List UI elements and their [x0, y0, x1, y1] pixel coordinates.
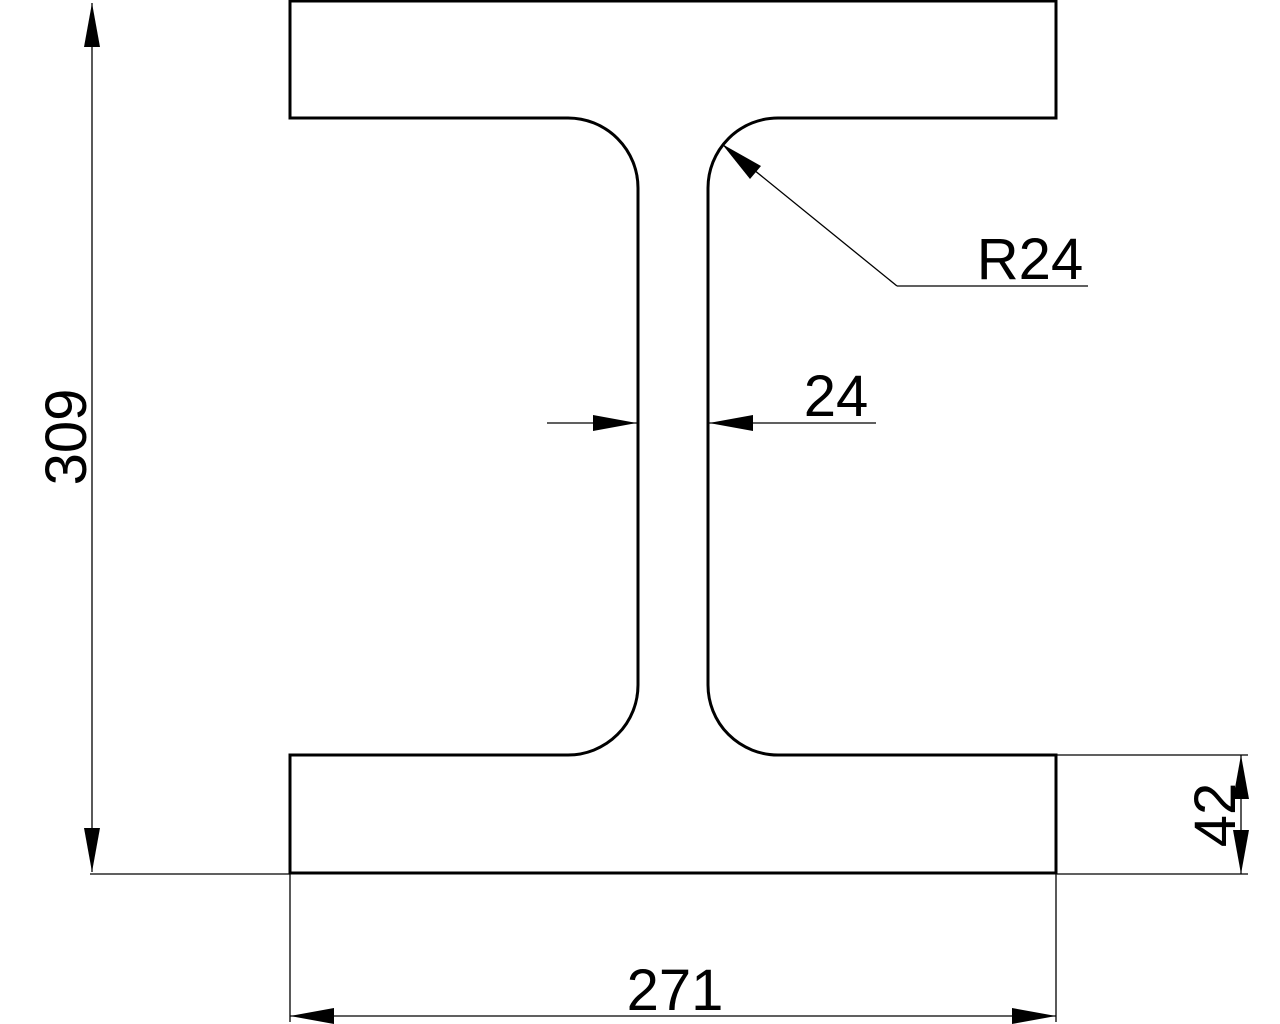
fillet-radius-label: R24 [977, 227, 1083, 292]
width-arrow-left [290, 1008, 334, 1024]
web-arrow-right [709, 415, 753, 431]
height-dimension: 309 [34, 3, 290, 875]
height-arrow-top [84, 3, 100, 47]
flange-arrow-bottom [1233, 830, 1249, 874]
web-thickness-label: 24 [804, 364, 869, 429]
web-thickness-dimension: 24 [547, 364, 876, 431]
width-arrow-right [1012, 1008, 1056, 1024]
height-dimension-label: 309 [34, 389, 99, 486]
web-arrow-left [593, 415, 637, 431]
fillet-radius-callout: R24 [721, 143, 1088, 292]
i-beam-profile [288, 0, 1058, 875]
radius-arrow [722, 144, 761, 179]
flange-thickness-dimension: 42 [1057, 754, 1249, 875]
flange-arrow-top [1233, 755, 1249, 799]
width-dimension-label: 271 [627, 958, 724, 1023]
width-dimension: 271 [289, 874, 1057, 1024]
flange-thickness-label: 42 [1183, 783, 1248, 848]
height-arrow-bottom [84, 828, 100, 872]
